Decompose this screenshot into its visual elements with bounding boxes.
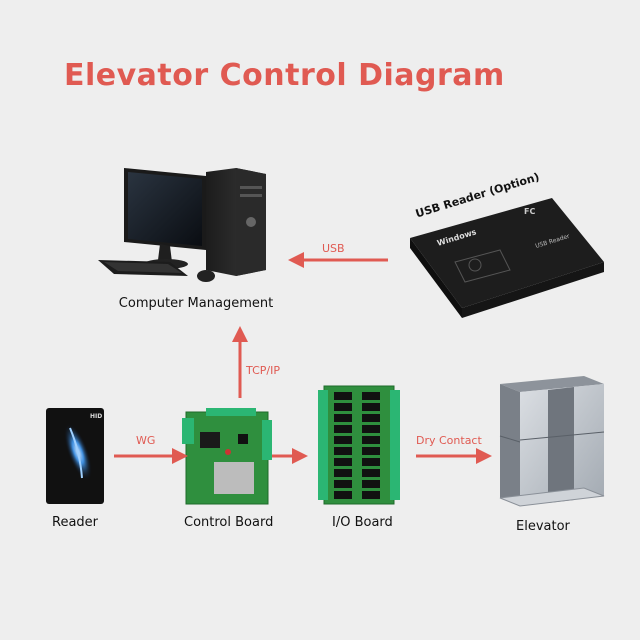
usb-reader-cert: FC: [524, 207, 535, 216]
relay: [362, 491, 380, 499]
relay: [334, 436, 352, 444]
arrow-dry-contact: [416, 448, 492, 464]
arrow-tcpip: [232, 326, 248, 398]
reader-label: Reader: [52, 515, 99, 530]
computer-label: Computer Management: [119, 296, 273, 311]
relay: [334, 480, 352, 488]
control-board-label: Control Board: [184, 515, 274, 530]
relay: [362, 480, 380, 488]
card-reader-icon: HID: [46, 408, 104, 504]
connection-wg-label: WG: [136, 434, 156, 447]
elevator-icon: [499, 376, 605, 507]
relay: [334, 447, 352, 455]
relay: [334, 392, 352, 400]
control-board-icon: [182, 408, 272, 505]
relay: [362, 403, 380, 411]
relay: [334, 469, 352, 477]
relay: [362, 436, 380, 444]
io-board-icon: [318, 385, 400, 505]
connection-usb-label: USB: [322, 242, 345, 255]
relay: [334, 491, 352, 499]
relay: [362, 458, 380, 466]
usb-reader-icon: Windows USB Reader FC: [410, 198, 604, 318]
reader-brand: HID: [90, 413, 102, 420]
relay: [362, 414, 380, 422]
relay: [334, 414, 352, 422]
arrow-wg: [114, 448, 188, 464]
io-board-label: I/O Board: [332, 515, 393, 530]
relay: [334, 425, 352, 433]
relay: [362, 425, 380, 433]
relay: [334, 403, 352, 411]
computer-icon: [98, 168, 266, 282]
relay: [362, 392, 380, 400]
relay: [362, 447, 380, 455]
relay: [362, 469, 380, 477]
arrow-board-to-io: [272, 448, 308, 464]
connection-tcpip-label: TCP/IP: [246, 364, 280, 377]
diagram-title: Elevator Control Diagram: [64, 58, 505, 93]
relay: [334, 458, 352, 466]
arrow-usb: [288, 252, 388, 268]
connection-dry-contact-label: Dry Contact: [416, 434, 482, 447]
elevator-label: Elevator: [516, 519, 570, 534]
io-board-relays: [334, 392, 380, 499]
